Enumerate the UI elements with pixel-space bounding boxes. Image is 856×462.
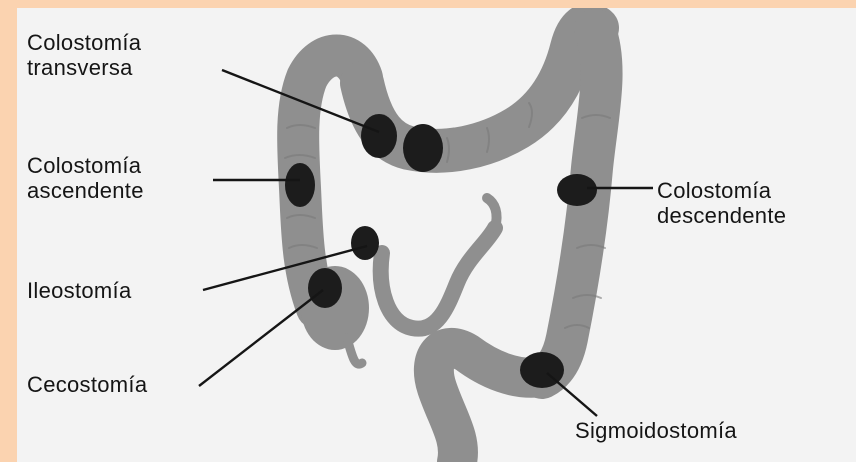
label-line: transversa <box>27 55 141 80</box>
label-sigmoidostomia: Sigmoidostomía <box>575 418 737 443</box>
label-line: Colostomía <box>27 30 141 55</box>
label-line: descendente <box>657 203 786 228</box>
label-ileostomia: Ileostomía <box>27 278 132 303</box>
transverse-colon <box>362 25 597 151</box>
label-cecostomia: Cecostomía <box>27 372 147 397</box>
label-colostomia-ascendente: Colostomía ascendente <box>27 153 144 203</box>
label-line: ascendente <box>27 178 144 203</box>
diagram-frame: Colostomía transversa Colostomía ascende… <box>17 8 856 462</box>
label-colostomia-transversa: Colostomía transversa <box>27 30 141 80</box>
label-line: Colostomía <box>657 178 786 203</box>
label-line: Colostomía <box>27 153 144 178</box>
stoma-descending <box>557 174 597 206</box>
stoma-ascending <box>285 163 315 207</box>
ileum-loop <box>381 228 495 329</box>
stoma-ileostomy <box>351 226 379 260</box>
stoma-cecostomy <box>308 268 342 308</box>
stoma-transverse-left <box>403 124 443 172</box>
leader-cecostomy <box>199 290 323 386</box>
colon-illustration <box>285 25 610 462</box>
label-colostomia-descendente: Colostomía descendente <box>657 178 786 228</box>
stoma-transverse-right <box>361 114 397 158</box>
